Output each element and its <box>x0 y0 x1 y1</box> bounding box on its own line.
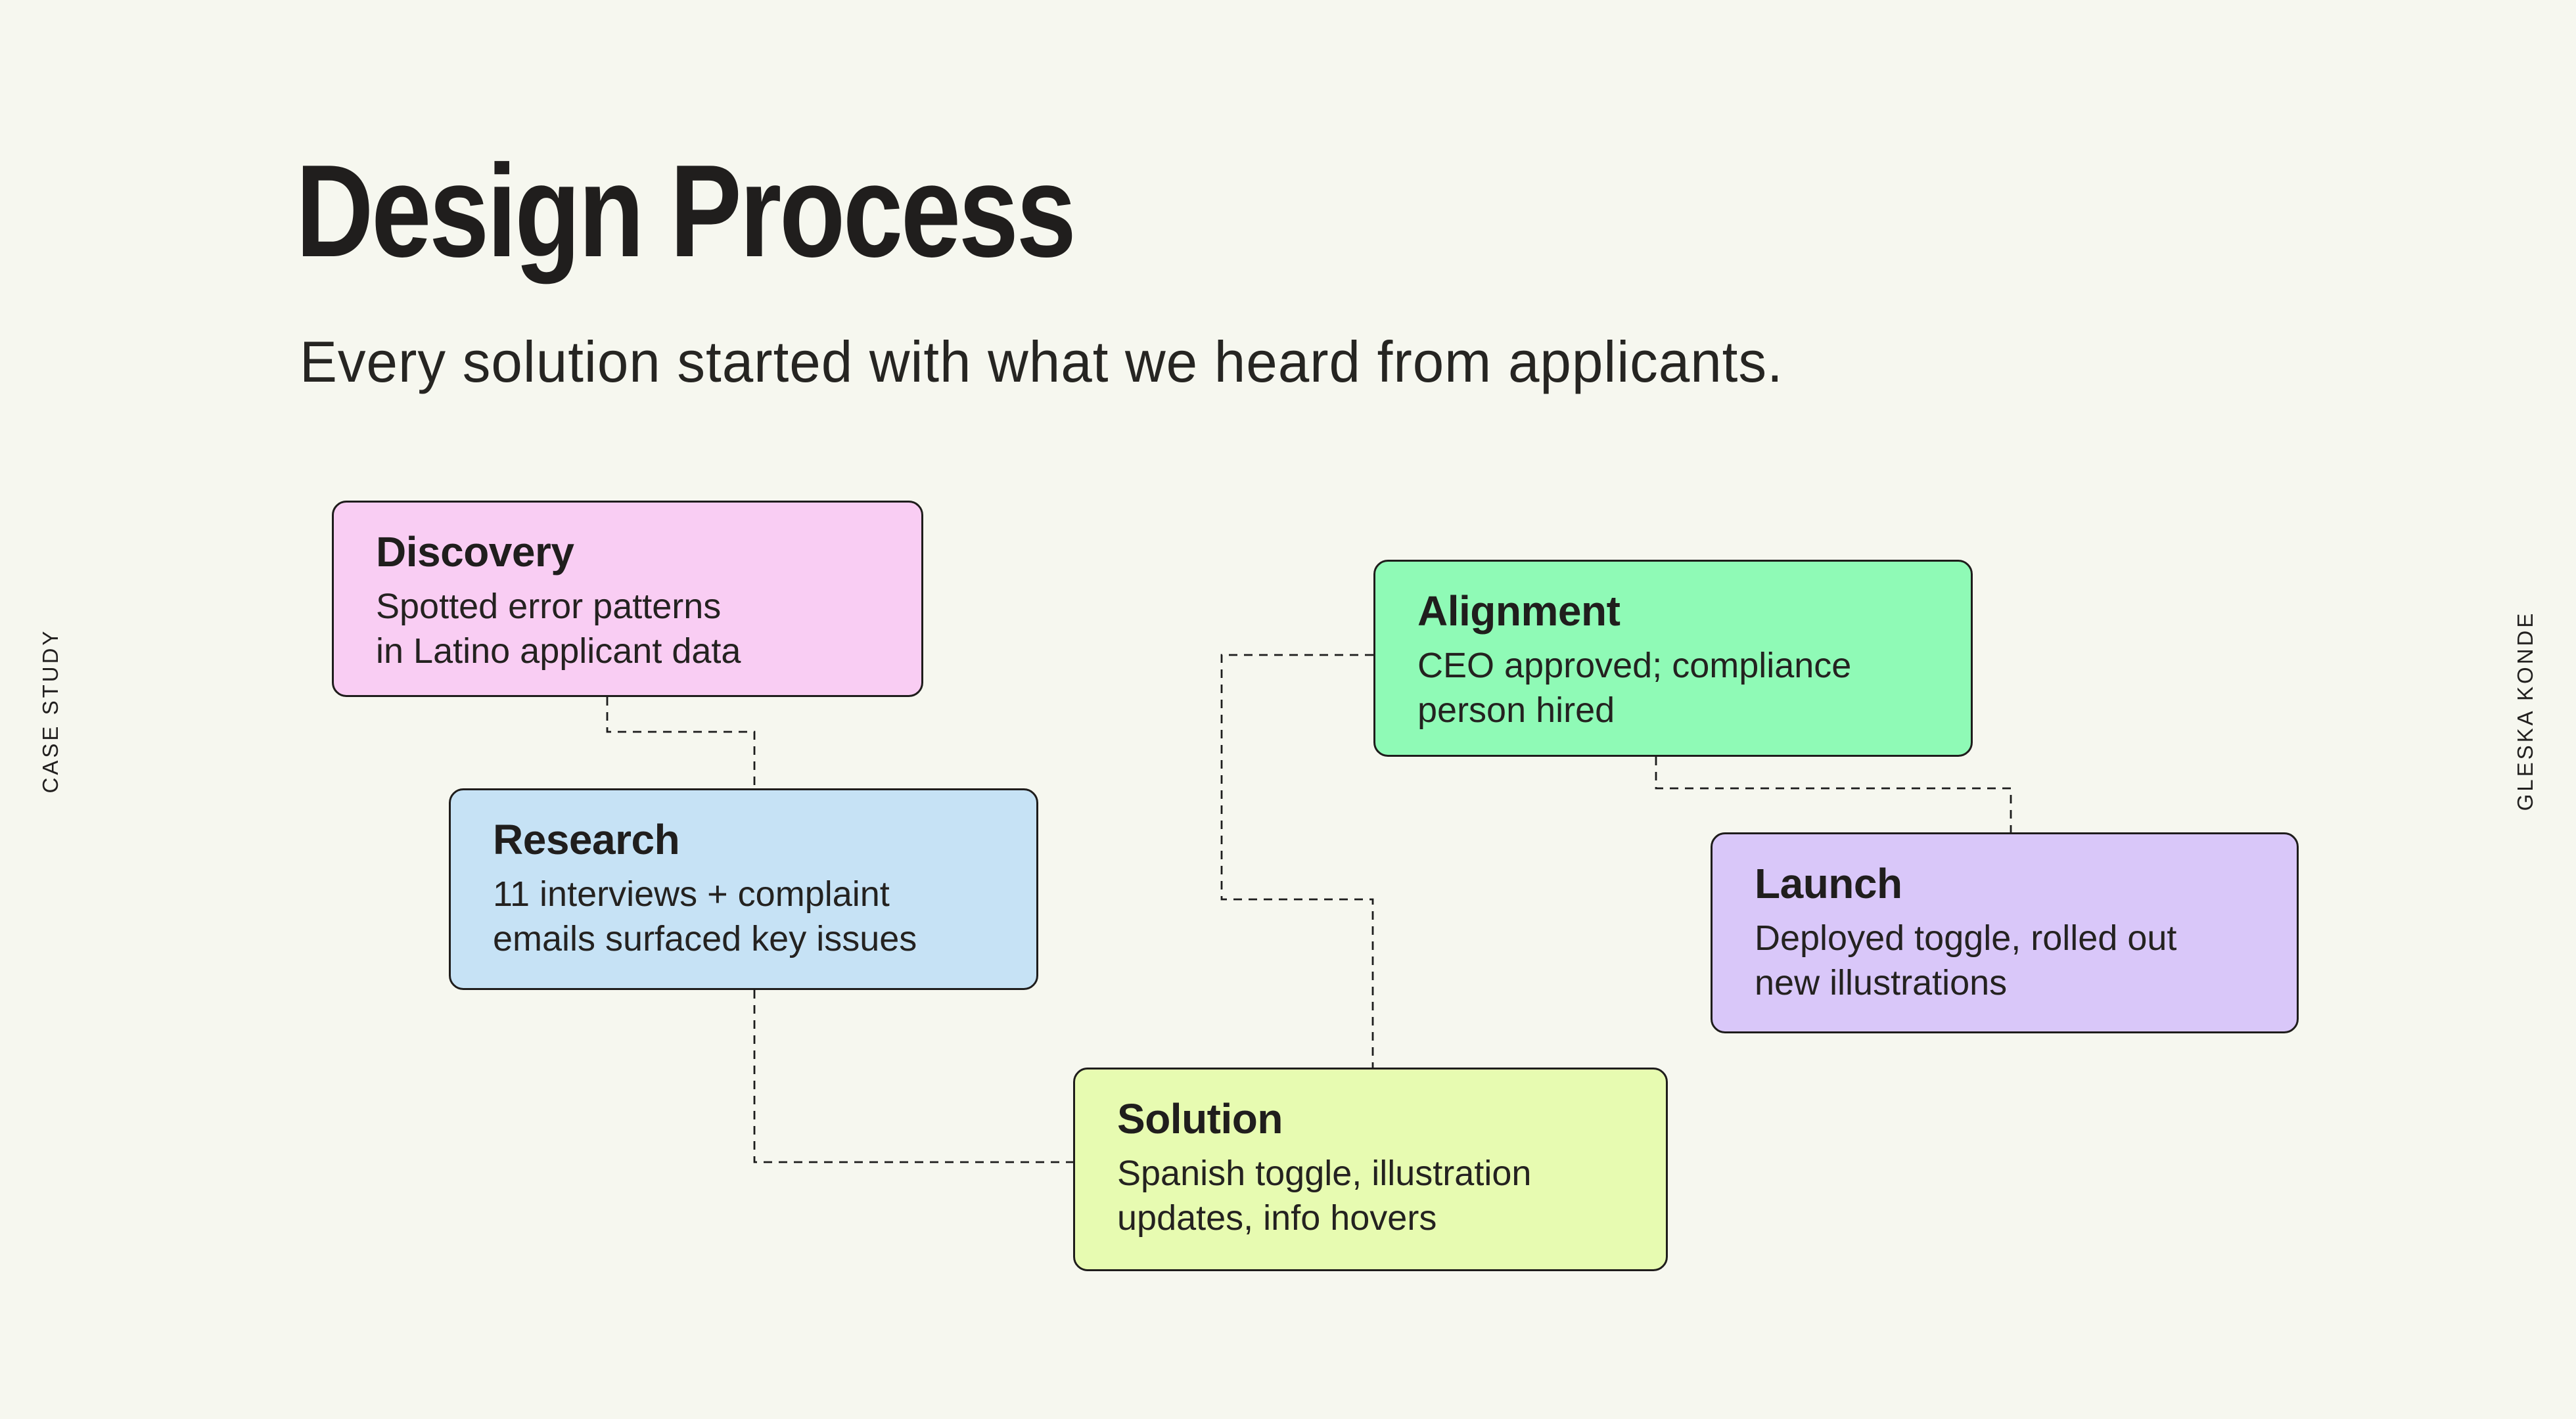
card-solution-body: Spanish toggle, illustration updates, in… <box>1117 1154 1532 1238</box>
connector-alignment-to-launch <box>1655 757 2012 832</box>
card-discovery-title: Discovery <box>376 528 574 575</box>
card-research-body: 11 interviews + complaint emails surface… <box>493 874 917 959</box>
author-label: GLESKA KONDE <box>2513 610 2537 811</box>
connector-alignment-to-solution <box>1220 654 1374 1068</box>
card-alignment-body: CEO approved; compliance person hired <box>1417 646 1852 731</box>
card-alignment-title: Alignment <box>1417 587 1621 635</box>
card-discovery-body: Spotted error patterns in Latino applica… <box>376 587 741 671</box>
card-solution: Solution Spanish toggle, illustration up… <box>1073 1068 1668 1271</box>
connector-discovery-to-research <box>606 697 756 788</box>
card-launch: Launch Deployed toggle, rolled out new i… <box>1711 832 2299 1033</box>
card-alignment: Alignment CEO approved; compliance perso… <box>1373 560 1973 757</box>
card-launch-title: Launch <box>1755 860 1902 907</box>
page-subtitle: Every solution started with what we hear… <box>300 329 1783 394</box>
card-solution-title: Solution <box>1117 1095 1283 1142</box>
card-launch-body: Deployed toggle, rolled out new illustra… <box>1755 918 2177 1003</box>
connector-research-to-solution <box>753 990 1073 1163</box>
page-title: Design Process <box>296 138 1076 284</box>
card-research-title: Research <box>493 816 680 863</box>
card-research: Research 11 interviews + complaint email… <box>449 788 1038 990</box>
card-discovery: Discovery Spotted error patterns in Lati… <box>332 501 923 697</box>
case-study-label: CASE STUDY <box>38 628 62 794</box>
